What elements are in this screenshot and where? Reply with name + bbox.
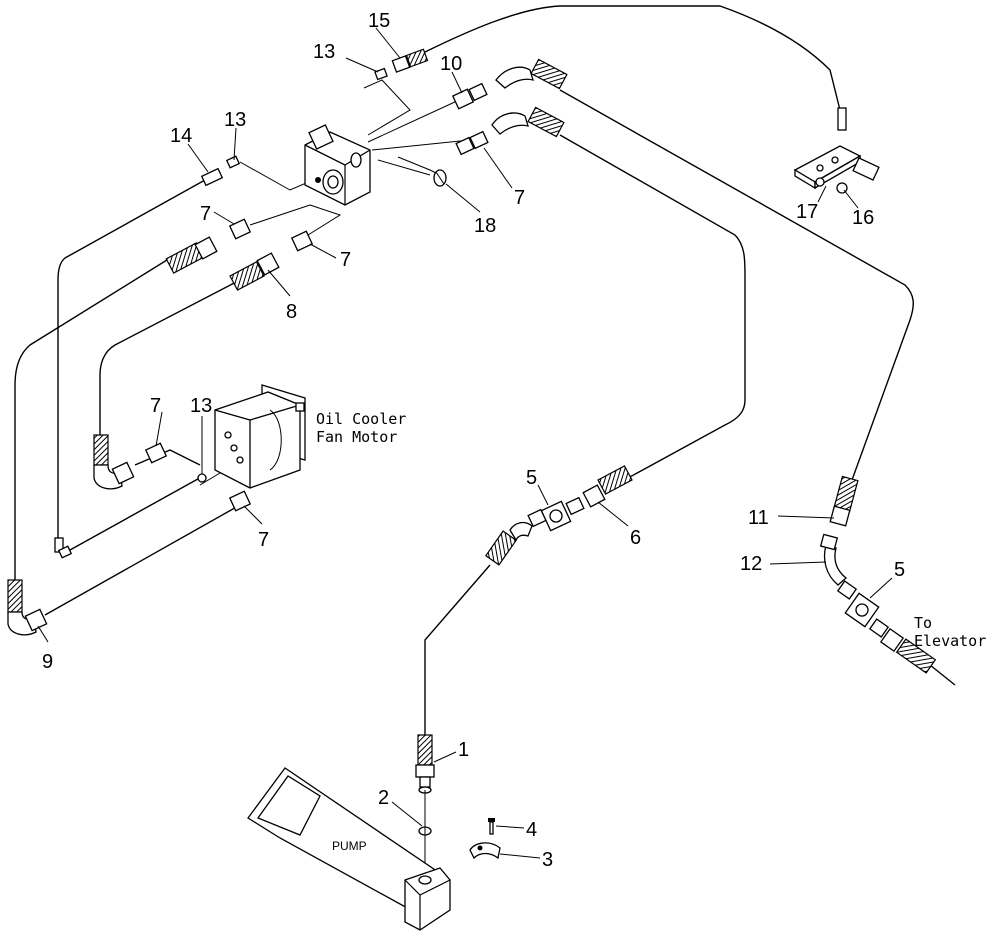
callout-12: 12 bbox=[740, 553, 762, 575]
fitting-13-left bbox=[225, 155, 241, 169]
fitting-7-top bbox=[455, 130, 489, 156]
plug-18 bbox=[433, 169, 447, 187]
callout-7-lower: 7 bbox=[258, 529, 269, 551]
callout-leaders bbox=[37, 27, 893, 859]
tube-12 bbox=[819, 533, 848, 586]
pump-label: PUMP bbox=[332, 839, 367, 853]
pump: PUMP bbox=[247, 767, 451, 931]
text-labels: Oil Cooler Fan Motor To Elevator bbox=[316, 410, 986, 650]
callout-10: 10 bbox=[440, 53, 462, 75]
fitting-7-right bbox=[290, 230, 314, 252]
callout-17: 17 bbox=[796, 201, 818, 223]
callout-7-motor: 7 bbox=[150, 395, 161, 417]
fitting-7-lower bbox=[228, 490, 252, 512]
callout-13-top: 13 bbox=[313, 41, 335, 63]
small-elbow-left bbox=[54, 537, 73, 559]
fan-motor bbox=[214, 384, 306, 489]
elbow-10 bbox=[495, 58, 568, 90]
callout-1: 1 bbox=[458, 739, 469, 761]
callout-8: 8 bbox=[286, 301, 297, 323]
callout-6: 6 bbox=[630, 527, 641, 549]
hose-end-8 bbox=[229, 252, 280, 291]
callout-11: 11 bbox=[748, 507, 769, 529]
valve-block bbox=[304, 124, 371, 206]
elbow-upper-left bbox=[93, 434, 135, 490]
hose-end-elevator bbox=[879, 627, 937, 674]
callout-2: 2 bbox=[378, 787, 389, 809]
coupling-5-right bbox=[836, 580, 890, 638]
callout-5-center: 5 bbox=[526, 467, 537, 489]
callout-9: 9 bbox=[42, 651, 53, 673]
bolt-4 bbox=[488, 818, 495, 835]
coupling-5-center bbox=[527, 496, 585, 532]
callout-7-right: 7 bbox=[340, 249, 351, 271]
clamp-3 bbox=[469, 842, 501, 860]
callout-18: 18 bbox=[474, 215, 496, 237]
callout-7-top: 7 bbox=[514, 187, 525, 209]
callout-7-left: 7 bbox=[200, 203, 211, 225]
fitting-10 bbox=[451, 82, 488, 110]
elbow-7-top bbox=[491, 106, 565, 138]
oil-cooler-label-line1: Oil Cooler bbox=[316, 410, 406, 428]
fitting-15 bbox=[391, 48, 429, 73]
fitting-13-top bbox=[374, 67, 388, 81]
callout-3: 3 bbox=[542, 849, 553, 871]
fitting-7-motor bbox=[144, 442, 168, 464]
callout-numbers: 15 13 10 14 13 7 7 7 18 8 17 16 7 13 7 5… bbox=[42, 10, 905, 871]
fitting-13-motor bbox=[197, 473, 207, 483]
elbow-center bbox=[485, 521, 533, 566]
callout-4: 4 bbox=[526, 819, 537, 841]
callout-14: 14 bbox=[170, 125, 192, 147]
hose-end-6 bbox=[582, 465, 633, 508]
callout-16: 16 bbox=[852, 207, 874, 229]
to-elevator-line2: Elevator bbox=[914, 632, 986, 650]
assembly-lines bbox=[199, 79, 471, 486]
callout-13-left: 13 bbox=[224, 109, 246, 131]
to-elevator-line1: To bbox=[914, 614, 932, 632]
callout-13-motor: 13 bbox=[190, 395, 212, 417]
hose-lines bbox=[14, 5, 956, 735]
elbow-9 bbox=[7, 579, 48, 636]
hose-end-11 bbox=[829, 475, 859, 527]
callout-15: 15 bbox=[368, 10, 390, 32]
callout-5-right: 5 bbox=[894, 559, 905, 581]
manifold bbox=[793, 107, 880, 194]
fitting-7-left-upper bbox=[228, 218, 252, 240]
fitting-14 bbox=[200, 167, 224, 187]
hose-end-1 bbox=[415, 734, 435, 794]
hose-end-left-upper bbox=[165, 236, 218, 274]
oil-cooler-label-line2: Fan Motor bbox=[316, 428, 397, 446]
